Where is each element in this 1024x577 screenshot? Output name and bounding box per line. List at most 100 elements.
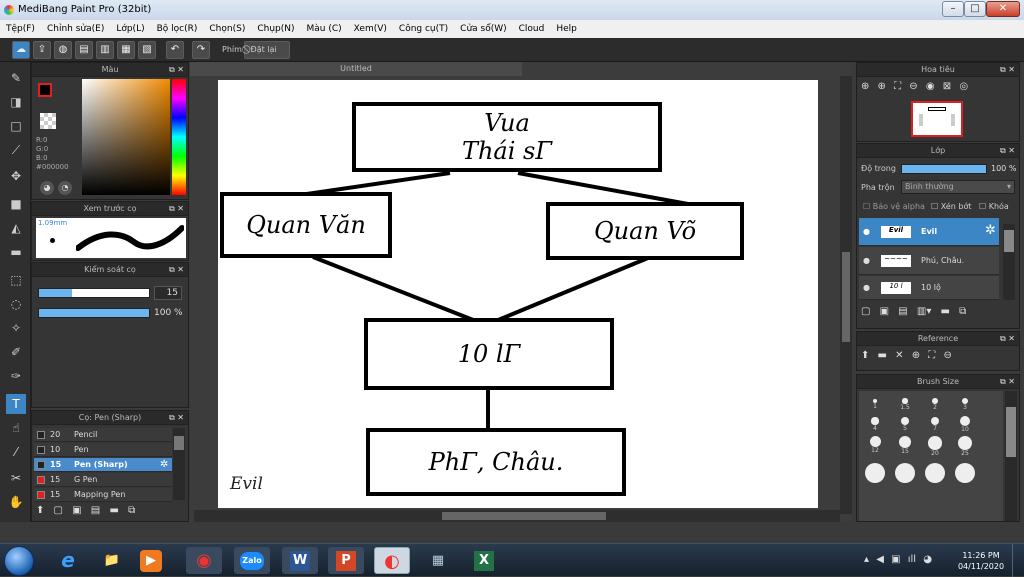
menu-tools[interactable]: Công cụ(T) [398, 24, 449, 34]
panel-close-icon[interactable]: ⧉ ✕ [169, 204, 184, 213]
cloud-icon[interactable]: ☁ [12, 41, 30, 59]
internet-explorer-icon[interactable]: e [61, 548, 75, 572]
navigator-buttons[interactable]: ⊕ ⊕ ⛶ ⊖ ◉ ⊠ ◎ [861, 81, 969, 92]
media-player-icon[interactable]: ▶ [140, 550, 162, 572]
scrollbar-thumb[interactable] [1006, 407, 1016, 457]
panel-close-icon[interactable]: ⧉ ✕ [1000, 146, 1015, 155]
operation-tool-icon[interactable]: ☝ [12, 421, 20, 435]
minimize-button[interactable]: – [942, 1, 964, 17]
calculator-icon[interactable]: ▦ [431, 553, 445, 568]
protect-alpha-checkbox[interactable]: ☐ Bảo vệ alpha [863, 202, 925, 211]
brush-tool-icon[interactable]: ✎ [10, 71, 22, 85]
divide-tool-icon[interactable]: ✂ [10, 471, 22, 485]
panel-close-icon[interactable]: ⧉ ✕ [1000, 334, 1015, 343]
transparent-color-swatch[interactable] [40, 113, 56, 129]
menu-snap[interactable]: Chụp(N) [257, 24, 295, 34]
excel-icon[interactable]: X [466, 547, 502, 574]
page-icon[interactable]: ▥ [96, 41, 114, 59]
brush-size-cell[interactable]: 5 [891, 415, 919, 433]
layer-item[interactable]: ●~~~~Phú, Châu. [859, 247, 999, 275]
fill-rect-tool-icon[interactable]: ■ [10, 197, 22, 211]
prefecture-node[interactable]: PhΓ, Châu. [366, 428, 626, 496]
horizontal-scrollbar[interactable] [194, 510, 840, 522]
reference-actions[interactable]: ⬆ ▬ ✕ ⊕ ⛶ ⊖ [861, 350, 952, 361]
color-picker-square[interactable] [82, 79, 170, 195]
brush-size-value[interactable]: 15 [154, 286, 182, 300]
king-node[interactable]: Vua Thái sΓ [352, 102, 662, 172]
text-tool-icon[interactable]: T [6, 394, 26, 414]
brush-size-cell[interactable]: 1.5 [891, 395, 919, 413]
rectangle-tool-icon[interactable]: □ [10, 119, 22, 133]
panel-close-icon[interactable]: ⧉ ✕ [169, 65, 184, 74]
menu-window[interactable]: Cửa sổ(W) [460, 24, 507, 34]
brush-size-cell[interactable]: 3 [951, 395, 979, 413]
brush-size-dot[interactable] [955, 463, 975, 483]
layout-icon[interactable]: ▧ [138, 41, 156, 59]
navigator-thumbnail[interactable] [911, 101, 963, 137]
brush-size-dot[interactable] [865, 463, 885, 483]
close-button[interactable]: ✕ [986, 1, 1020, 17]
military-official-node[interactable]: Quan Võ [546, 202, 744, 260]
clock[interactable]: 11:26 PM 04/11/2020 [956, 550, 1006, 572]
show-desktop-button[interactable] [1012, 544, 1024, 577]
palette-icon[interactable]: ◕ [40, 181, 54, 195]
civil-official-node[interactable]: Quan Văn [220, 192, 392, 258]
eye-icon[interactable]: ● [863, 256, 870, 265]
layer-scrollbar[interactable] [1003, 224, 1015, 300]
powerpoint-icon[interactable]: P [328, 547, 364, 574]
panel-close-icon[interactable]: ⧉ ✕ [169, 413, 184, 422]
brush-size-cell[interactable]: 25 [951, 435, 979, 457]
medibang-icon[interactable]: ◐ [374, 547, 410, 574]
color-history-icon[interactable]: ◔ [58, 181, 72, 195]
brush-size-dot[interactable] [895, 463, 915, 483]
brush-size-cell[interactable]: 15 [891, 435, 919, 455]
scrollbar-thumb[interactable] [842, 252, 850, 342]
drawing-canvas[interactable]: Vua Thái sΓ Quan Văn Quan Võ 10 lΓ PhΓ, … [218, 80, 818, 508]
eye-icon[interactable]: ● [863, 227, 870, 236]
gear-icon[interactable]: ✲ [160, 459, 169, 470]
lock-checkbox[interactable]: ☐ Khóa [979, 202, 1009, 211]
redo-icon[interactable]: ↷ [192, 41, 210, 59]
select-pen-tool-icon[interactable]: ✐ [10, 345, 22, 359]
scrollbar-thumb[interactable] [442, 512, 606, 520]
menu-color[interactable]: Màu (C) [306, 24, 342, 34]
brush-size-cell[interactable]: 12 [861, 435, 889, 454]
lasso-tool-icon[interactable]: ◌ [10, 297, 22, 311]
menu-filter[interactable]: Bộ lọc(R) [156, 24, 198, 34]
bucket-tool-icon[interactable]: ◭ [11, 221, 21, 235]
menu-file[interactable]: Tệp(F) [6, 24, 35, 34]
brush-list-scrollbar[interactable] [173, 428, 185, 500]
scrollbar-thumb[interactable] [174, 436, 184, 450]
brush-opacity-slider[interactable] [38, 308, 150, 318]
brush-size-cell[interactable]: 20 [921, 435, 949, 457]
menu-cloud[interactable]: Cloud [518, 24, 545, 34]
menu-layer[interactable]: Lớp(L) [116, 24, 145, 34]
brush-size-slider[interactable] [38, 288, 150, 298]
move-tool-icon[interactable]: ✥ [10, 169, 22, 183]
file-explorer-icon[interactable]: 📁 [103, 553, 121, 568]
gradient-tool-icon[interactable]: ▬ [10, 245, 22, 259]
scrollbar-thumb[interactable] [1004, 230, 1014, 252]
document-tab[interactable]: Untitled [190, 62, 522, 76]
eye-icon[interactable]: ● [863, 283, 870, 292]
brush-size-cell[interactable]: 7 [921, 415, 949, 433]
select-eraser-tool-icon[interactable]: ✑ [10, 369, 22, 383]
word-icon[interactable]: W [282, 547, 318, 574]
vertical-scrollbar[interactable] [840, 76, 852, 514]
comment-icon[interactable]: ◍ [54, 41, 72, 59]
system-tray-icons[interactable]: ▴ ◀ ▣ ıll ◕ [864, 554, 932, 565]
select-tool-icon[interactable]: ⬚ [10, 273, 22, 287]
menu-view[interactable]: Xem(V) [353, 24, 387, 34]
menu-edit[interactable]: Chỉnh sửa(E) [46, 24, 105, 34]
province-node[interactable]: 10 lΓ [364, 318, 614, 390]
undo-icon[interactable]: ↶ [166, 41, 184, 59]
clip-checkbox[interactable]: ☐ Xén bớt [931, 202, 971, 211]
hand-tool-icon[interactable]: ✋ [8, 495, 24, 509]
